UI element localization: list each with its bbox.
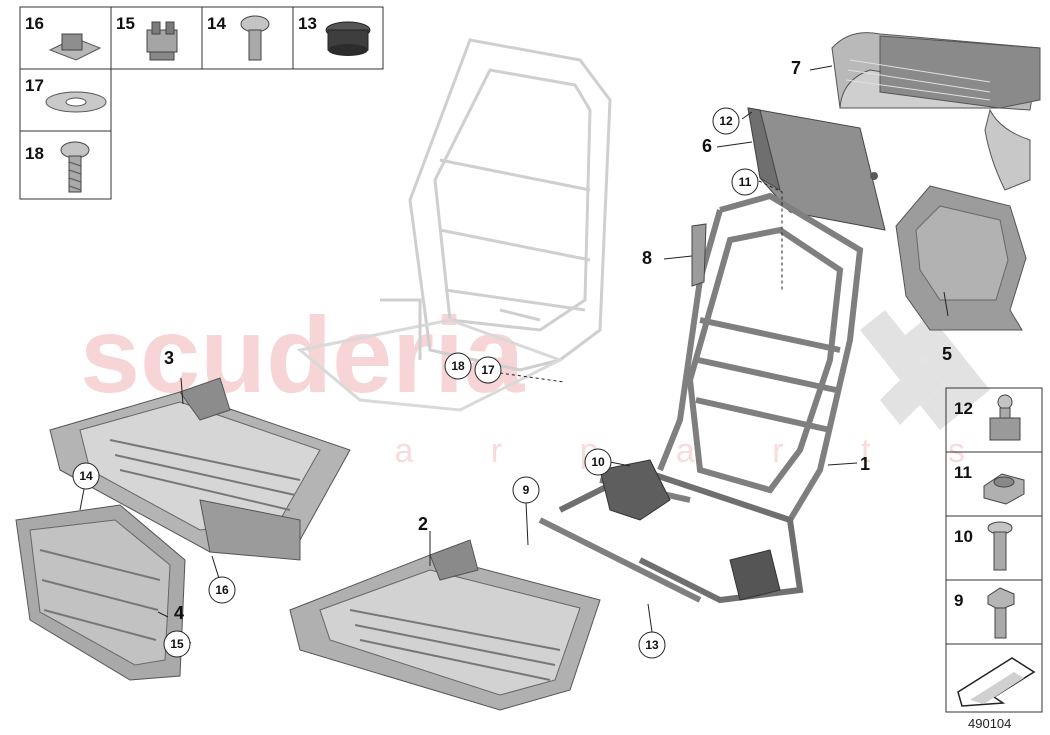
callout-13: 13 <box>638 631 666 659</box>
label-5: 5 <box>942 344 952 364</box>
parts-grid-top <box>19 6 384 200</box>
callout-14: 14 <box>72 462 100 490</box>
grid-label-10: 10 <box>954 527 973 546</box>
label-4: 4 <box>174 603 184 623</box>
screw-18-icon <box>60 141 90 193</box>
grid-label-11: 11 <box>954 463 972 482</box>
callout-11: 11 <box>731 168 759 196</box>
grid-label-15: 15 <box>116 14 135 33</box>
svg-text:16: 16 <box>215 583 229 597</box>
nut-11-icon <box>983 473 1025 505</box>
grommet-13-icon <box>325 21 371 56</box>
arrow-icon <box>957 657 1036 707</box>
backrest-frame-ghost <box>296 38 612 412</box>
part-3-seat-frame <box>49 377 351 561</box>
svg-text:18: 18 <box>451 359 465 373</box>
clip-15-icon <box>146 21 178 61</box>
part-7-trim-cover <box>831 32 1041 191</box>
part-4-side-panel <box>15 504 186 681</box>
diagram-number: 490104 <box>968 716 1011 731</box>
svg-text:14: 14 <box>79 469 93 483</box>
grid-label-18: 18 <box>25 144 44 163</box>
part-8-bracket <box>691 223 707 287</box>
grid-label-16: 16 <box>25 14 44 33</box>
label-6: 6 <box>702 136 712 156</box>
grid-label-17: 17 <box>25 76 44 95</box>
callout-10: 10 <box>584 448 612 476</box>
label-3: 3 <box>164 348 174 368</box>
parts-grid-right <box>945 387 1043 713</box>
grid-label-9: 9 <box>954 591 963 610</box>
washer-17-icon <box>45 91 107 113</box>
callout-15: 15 <box>163 630 191 658</box>
part-5-rear-panel <box>895 185 1027 331</box>
svg-text:11: 11 <box>739 175 752 189</box>
svg-text:13: 13 <box>645 638 659 652</box>
callout-17: 17 <box>474 356 502 384</box>
svg-text:15: 15 <box>170 637 184 651</box>
part-2-seat-pan <box>289 539 601 711</box>
grid-label-13: 13 <box>298 14 317 33</box>
label-1: 1 <box>860 454 870 474</box>
stud-12-icon <box>989 394 1021 441</box>
svg-text:10: 10 <box>591 455 605 469</box>
label-2: 2 <box>418 514 428 534</box>
label-7: 7 <box>791 58 801 78</box>
bolt-9-icon <box>987 587 1015 639</box>
svg-text:12: 12 <box>719 114 733 128</box>
label-8: 8 <box>642 248 652 268</box>
part-1-recliner <box>599 459 781 601</box>
bolt-14-icon <box>240 15 270 61</box>
callout-18: 18 <box>444 352 472 380</box>
callout-12: 12 <box>712 107 740 135</box>
callout-16: 16 <box>208 576 236 604</box>
grid-label-14: 14 <box>207 14 226 33</box>
part-6-panel <box>747 107 886 231</box>
grid-label-12: 12 <box>954 399 973 418</box>
checkered-flag-icon <box>860 310 990 430</box>
callout-9: 9 <box>512 476 540 504</box>
clip-16-icon <box>48 33 102 61</box>
svg-text:9: 9 <box>523 483 530 497</box>
bolt-10-icon <box>987 521 1013 571</box>
svg-text:17: 17 <box>481 363 495 377</box>
